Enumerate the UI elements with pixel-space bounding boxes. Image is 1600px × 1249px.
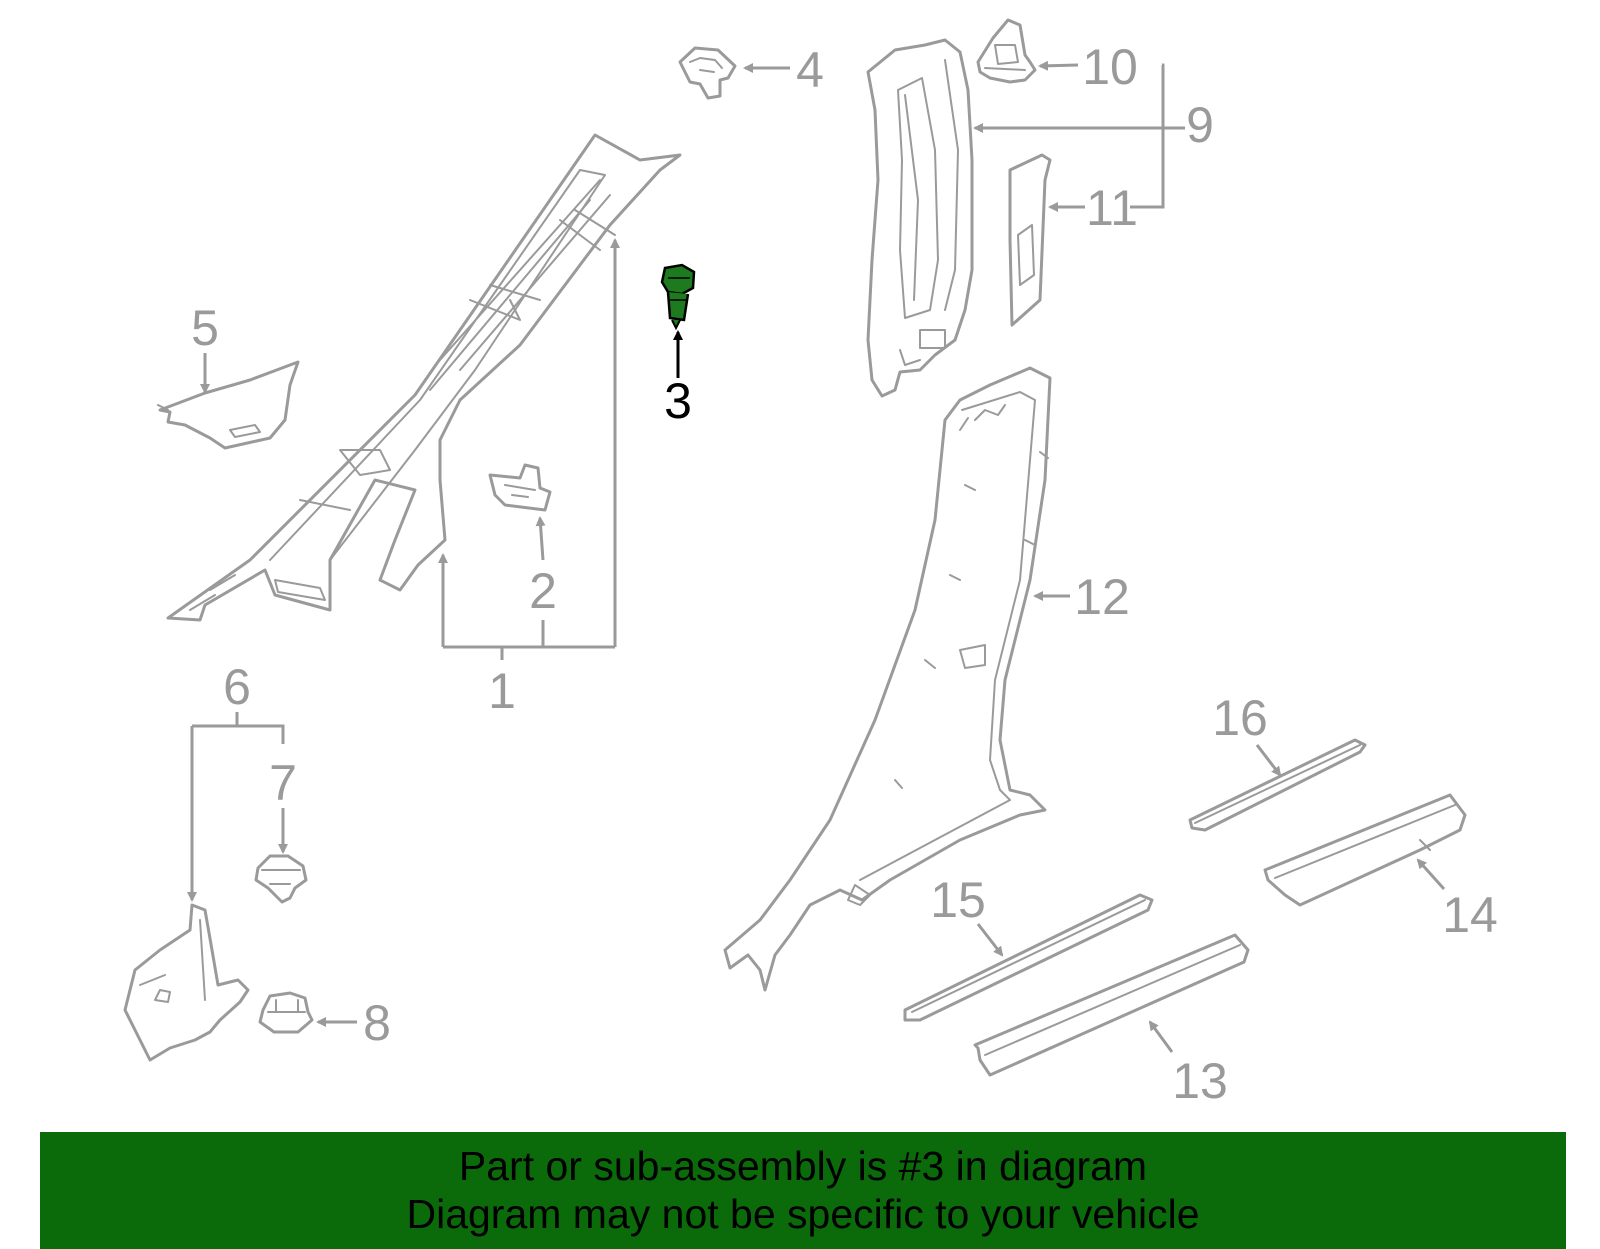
banner-line-part-info: Part or sub-assembly is #3 in diagram xyxy=(458,1143,1148,1189)
banner-line-disclaimer: Diagram may not be specific to your vehi… xyxy=(406,1191,1200,1237)
part-16-scuff-strip[interactable] xyxy=(1188,738,1367,832)
part-7-push-clip[interactable] xyxy=(254,854,308,904)
callout-10: 10 xyxy=(1082,39,1138,95)
part-9-b-pillar-upper-trim[interactable] xyxy=(866,38,974,398)
part-8-nut[interactable] xyxy=(258,991,314,1034)
callout-labels: 1 2 3 4 5 6 7 8 9 10 11 12 13 14 15 16 xyxy=(191,39,1498,1109)
info-banner: Part or sub-assembly is #3 in diagram Di… xyxy=(40,1132,1566,1249)
part-15-scuff-strip[interactable] xyxy=(903,893,1154,1022)
callout-15: 15 xyxy=(930,872,986,928)
callout-5: 5 xyxy=(191,300,219,356)
callout-12: 12 xyxy=(1074,569,1130,625)
callout-9: 9 xyxy=(1186,97,1214,153)
leader-lines xyxy=(187,60,1446,1053)
callout-1: 1 xyxy=(488,663,516,719)
part-13-sill-plate[interactable] xyxy=(973,933,1250,1077)
callout-6: 6 xyxy=(223,659,251,715)
callout-11: 11 xyxy=(1086,180,1138,236)
callout-13: 13 xyxy=(1172,1053,1228,1109)
callout-8: 8 xyxy=(363,995,391,1051)
part-4-clip[interactable] xyxy=(678,46,737,100)
part-2-clip[interactable] xyxy=(488,463,552,512)
callout-3-highlighted: 3 xyxy=(664,373,692,429)
callout-7: 7 xyxy=(269,755,297,811)
part-5-trim-cover[interactable] xyxy=(157,360,300,450)
callout-2: 2 xyxy=(529,563,557,619)
part-11-insert[interactable] xyxy=(1008,153,1052,327)
part-3-fastener-highlighted[interactable] xyxy=(660,263,696,331)
part-10-clip[interactable] xyxy=(976,18,1037,84)
part-6-lower-trim-panel[interactable] xyxy=(123,903,250,1062)
part-14-rear-sill-plate[interactable] xyxy=(1263,793,1467,907)
part-1-a-pillar-trim[interactable] xyxy=(166,133,682,622)
callout-4: 4 xyxy=(796,42,824,98)
part-12-b-pillar-lower-trim[interactable] xyxy=(723,366,1052,992)
callout-14: 14 xyxy=(1442,887,1498,943)
callout-16: 16 xyxy=(1212,690,1268,746)
